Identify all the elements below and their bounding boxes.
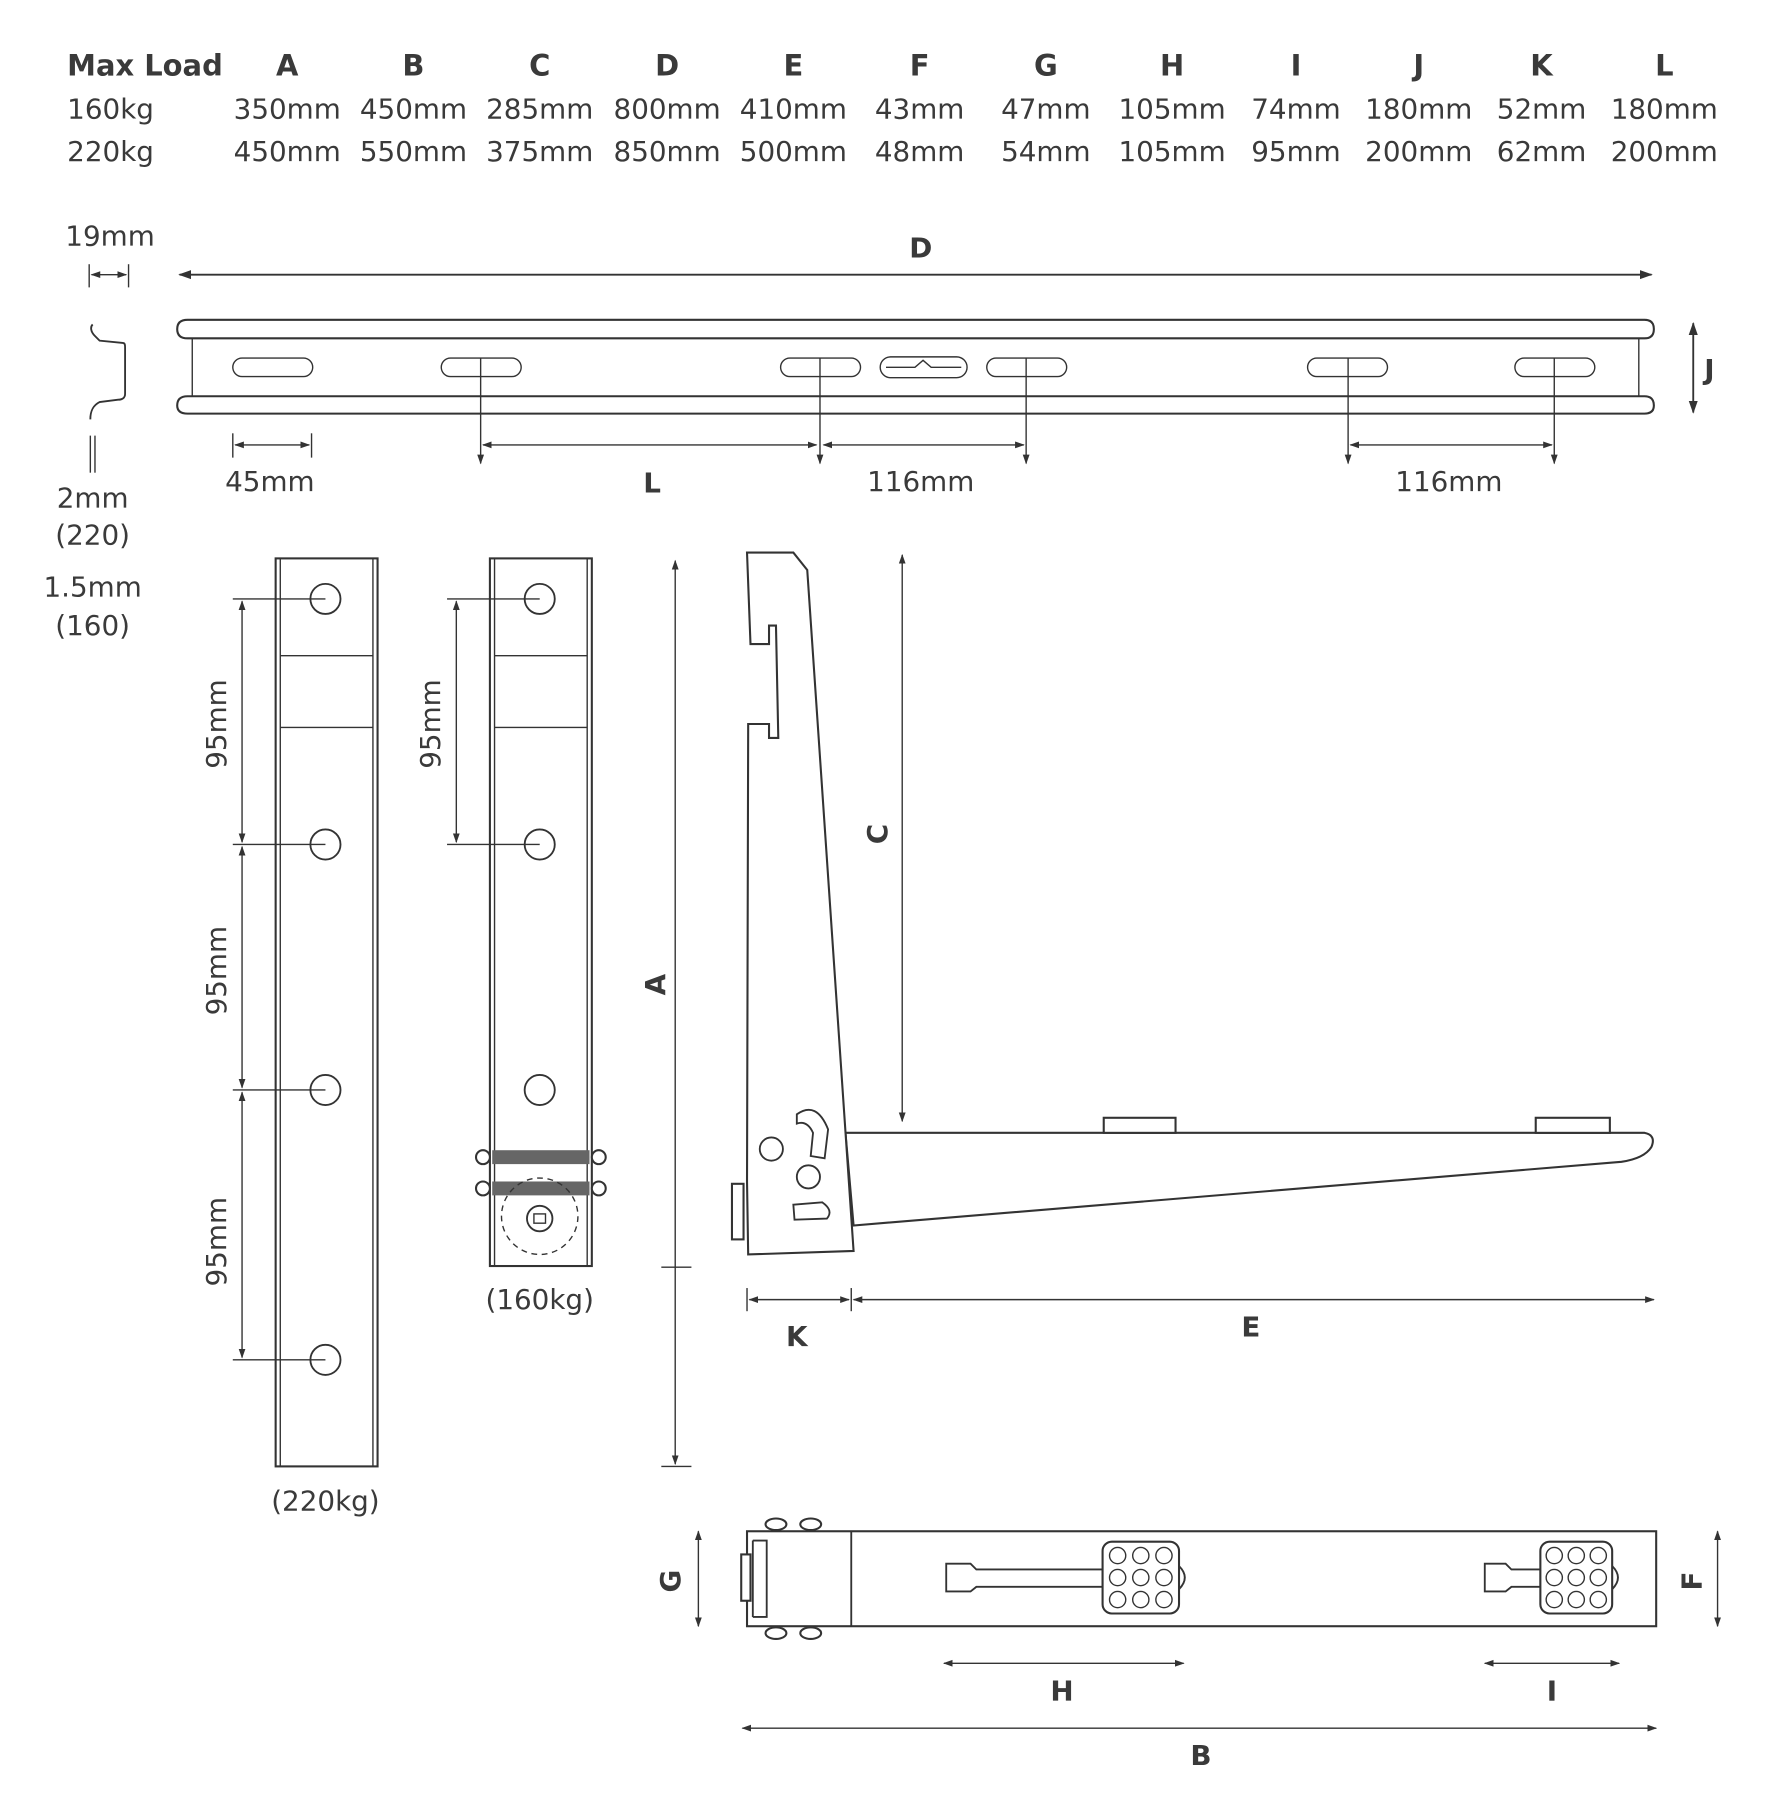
header-h: H	[1160, 48, 1184, 82]
label-a: A	[639, 973, 672, 995]
table-row-load: 160kg	[67, 92, 154, 125]
header-l: L	[1655, 48, 1673, 82]
label-thickness-1.5mm: 1.5mm	[43, 571, 141, 604]
table-cell: 375mm	[486, 135, 593, 168]
header-i: I	[1291, 48, 1302, 82]
wall-plate-220kg: 95mm 95mm 95mm (220kg)	[200, 557, 380, 1517]
header-f: F	[910, 48, 930, 82]
table-cell: 410mm	[740, 92, 847, 125]
table-cell: 200mm	[1365, 135, 1472, 168]
rail-view: D 19mm J 45mm L 116mm 116mm 2mm (220) 1.…	[43, 220, 1714, 642]
table-cell: 285mm	[486, 92, 593, 125]
header-g: G	[1034, 48, 1058, 82]
table-cell: 180mm	[1365, 92, 1472, 125]
header-a: A	[276, 48, 299, 82]
label-thickness-2mm: 2mm	[57, 481, 129, 514]
bracket-upright	[745, 551, 855, 1256]
table-cell: 500mm	[740, 135, 847, 168]
table-cell: 350mm	[234, 92, 341, 125]
label-h: H	[1050, 1674, 1073, 1707]
table-cell: 48mm	[875, 135, 964, 168]
rail-center-slot	[879, 356, 968, 379]
label-k: K	[786, 1320, 809, 1353]
label-g: G	[654, 1570, 687, 1593]
label-95mm: 95mm	[200, 679, 233, 768]
dimension-table: Max Load A B C D E F G H I J K L 160kg 35…	[67, 48, 1718, 168]
label-95mm: 95mm	[414, 679, 447, 768]
bracket-side-view: C K E	[730, 551, 1655, 1353]
label-c: C	[861, 824, 894, 844]
table-cell: 180mm	[1611, 92, 1718, 125]
label-19mm: 19mm	[65, 220, 154, 253]
table-cell: 54mm	[1001, 135, 1090, 168]
label-95mm: 95mm	[200, 1197, 233, 1286]
label-d: D	[909, 231, 932, 264]
table-cell: 450mm	[360, 92, 467, 125]
clamp-pad	[945, 1540, 1186, 1615]
header-b: B	[402, 48, 424, 82]
bolt-assembly	[474, 1149, 607, 1256]
label-b: B	[1190, 1739, 1211, 1772]
header-d: D	[655, 48, 679, 82]
table-cell: 52mm	[1497, 92, 1586, 125]
table-cell: 74mm	[1251, 92, 1340, 125]
label-116mm: 116mm	[1395, 465, 1502, 498]
bracket-plan-view: G F H I B	[654, 1517, 1721, 1772]
table-row-load: 220kg	[67, 135, 154, 168]
header-c: C	[529, 48, 550, 82]
rail-body	[176, 318, 1655, 415]
label-l: L	[643, 466, 661, 499]
table-cell: 105mm	[1118, 92, 1225, 125]
header-e: E	[783, 48, 803, 82]
table-cell: 550mm	[360, 135, 467, 168]
label-95mm: 95mm	[200, 926, 233, 1015]
table-cell: 43mm	[875, 92, 964, 125]
bracket-arm	[844, 1131, 1654, 1227]
table-cell: 800mm	[614, 92, 721, 125]
table-cell: 200mm	[1611, 135, 1718, 168]
caption-160kg: (160kg)	[485, 1283, 593, 1316]
label-j: J	[1702, 353, 1714, 386]
label-116mm: 116mm	[867, 465, 974, 498]
label-220: (220)	[55, 518, 130, 551]
table-cell: 105mm	[1118, 135, 1225, 168]
table-cell: 850mm	[614, 135, 721, 168]
table-cell: 95mm	[1251, 135, 1340, 168]
table-cell: 62mm	[1497, 135, 1586, 168]
wall-plate-160kg: 95mm (160kg)	[414, 557, 607, 1316]
label-f: F	[1675, 1572, 1708, 1591]
header-k: K	[1530, 48, 1554, 82]
header-max-load: Max Load	[67, 48, 223, 82]
caption-220kg: (220kg)	[271, 1484, 379, 1517]
label-i: I	[1547, 1674, 1557, 1707]
label-45mm: 45mm	[225, 465, 314, 498]
label-e: E	[1241, 1311, 1260, 1344]
clamp-pad	[1483, 1540, 1619, 1615]
table-cell: 450mm	[234, 135, 341, 168]
label-160: (160)	[55, 609, 130, 642]
table-cell: 47mm	[1001, 92, 1090, 125]
rail-slot	[232, 357, 314, 378]
rail-profile	[89, 323, 127, 420]
header-j: J	[1411, 48, 1424, 82]
